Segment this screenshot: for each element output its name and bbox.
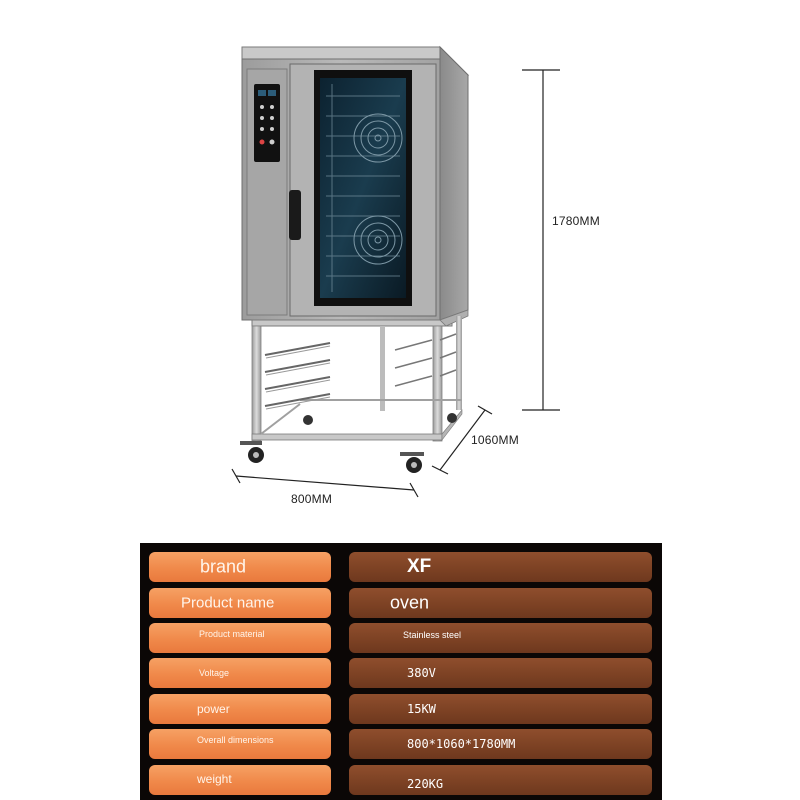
oven-product-illustration xyxy=(231,45,560,498)
spec-label: Overall dimensions xyxy=(197,735,274,746)
spec-row-product-name: Product name oven xyxy=(140,588,662,618)
spec-row-dimensions: Overall dimensions 800*1060*1780MM xyxy=(140,729,662,759)
spec-label-cell: Product material xyxy=(149,623,331,653)
spec-value: 15KW xyxy=(407,702,436,716)
spec-label-cell: Voltage xyxy=(149,658,331,688)
control-panel xyxy=(254,84,280,162)
spec-value-cell: 380V xyxy=(349,658,652,688)
spec-value-cell: Stainless steel xyxy=(349,623,652,653)
spec-label: weight xyxy=(197,771,232,786)
spec-label-cell: Product name xyxy=(149,588,331,618)
caster-wheel-icon xyxy=(240,413,457,473)
spec-label-cell: Overall dimensions xyxy=(149,729,331,759)
spec-label-cell: weight xyxy=(149,765,331,795)
spec-value-cell: 220KG xyxy=(349,765,652,795)
dimension-lines xyxy=(231,69,560,498)
fan-icon xyxy=(353,113,403,265)
spec-value: 220KG xyxy=(407,776,444,791)
spec-value: oven xyxy=(390,592,430,613)
height-dimension-label: 1780MM xyxy=(552,214,600,228)
spec-value: 800*1060*1780MM xyxy=(407,737,516,751)
spec-value: XF xyxy=(407,556,432,577)
spec-row-weight: weight 220KG xyxy=(140,765,662,795)
spec-row-material: Product material Stainless steel xyxy=(140,623,662,653)
door-handle-icon xyxy=(289,190,301,240)
spec-value: 380V xyxy=(407,666,436,680)
spec-row-voltage: Voltage 380V xyxy=(140,658,662,688)
spec-value-cell: 800*1060*1780MM xyxy=(349,729,652,759)
spec-row-power: power 15KW xyxy=(140,694,662,724)
spec-label: brand xyxy=(200,556,247,577)
spec-label: power xyxy=(197,702,230,716)
spec-value: Stainless steel xyxy=(403,630,462,640)
spec-label: Product name xyxy=(181,594,275,612)
depth-dimension-label: 1060MM xyxy=(471,433,519,447)
spec-value-cell: XF xyxy=(349,552,652,582)
width-dimension-label: 800MM xyxy=(291,492,333,506)
spec-label-cell: power xyxy=(149,694,331,724)
spec-row-brand: brand XF xyxy=(140,552,662,582)
spec-value-cell: 15KW xyxy=(349,694,652,724)
spec-value-cell: oven xyxy=(349,588,652,618)
spec-label-cell: brand xyxy=(149,552,331,582)
spec-table: brand XF Product name oven Product mater… xyxy=(140,543,662,800)
spec-label: Product material xyxy=(199,629,265,640)
spec-label: Voltage xyxy=(199,668,230,678)
